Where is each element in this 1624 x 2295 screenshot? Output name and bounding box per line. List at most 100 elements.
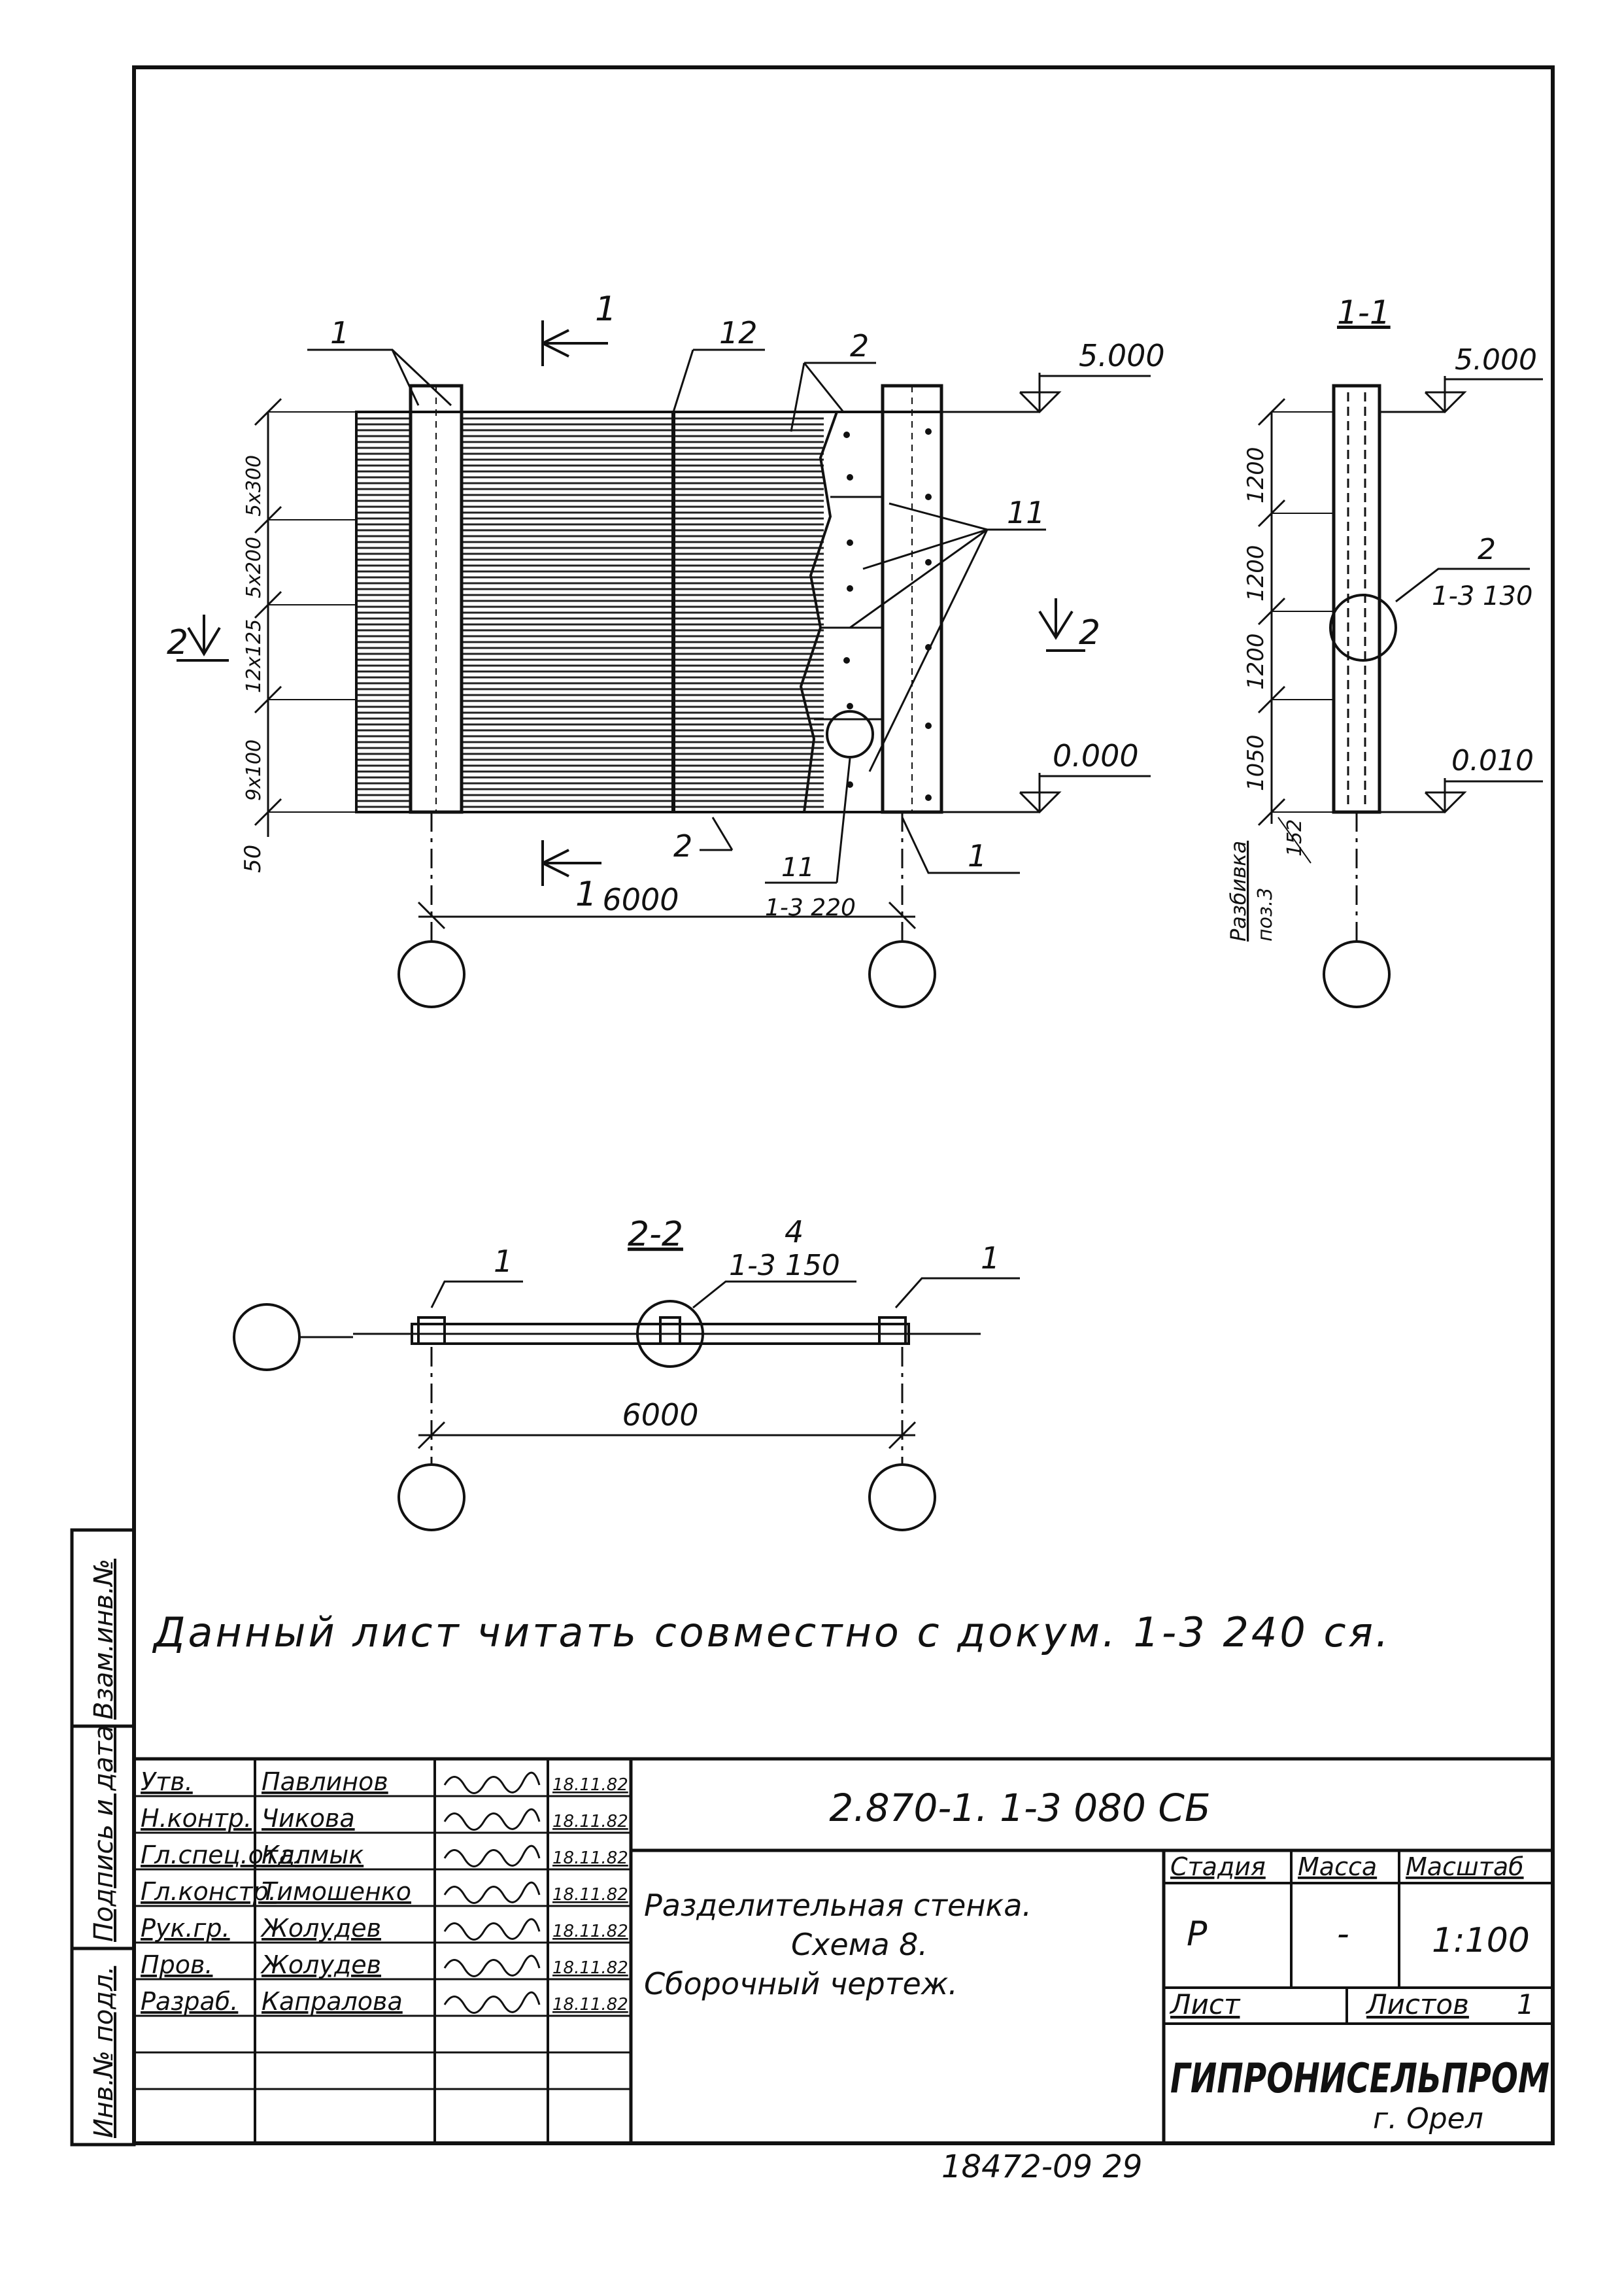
mass-label: Масса [1298,1852,1377,1881]
section-2-label-left: 2 [167,623,188,662]
elevation-hatching [356,417,824,808]
section-2-2: 2-2 1 4 1-3 150 1 6000 [233,1214,1020,1531]
sec11-dim-2: 1200 [1243,545,1269,602]
side-stamp-replace: Взам.инв.№ [89,1559,119,1720]
sec11-note-label: Разбивка [1226,841,1251,942]
signature [443,1844,541,1867]
sec11-dim-0: 1050 [1243,734,1269,791]
title-block-date: 18.11.82 [552,1812,628,1831]
title-block-date: 18.11.82 [552,1885,628,1905]
title-block-name: Павлинов [262,1767,388,1796]
sheet-label: Лист [1169,1988,1241,2020]
signature [443,1918,541,1941]
sec22-callout-left: 1 [494,1244,513,1279]
organization: ГИПРОНИСЕЛЬПРОМ [1170,2054,1549,2102]
title-block-date: 18.11.82 [552,1922,628,1941]
stage-value: Р [1187,1914,1208,1954]
title-block-name: Жолудев [260,1950,381,1979]
elev-dim-3: 5x200 [243,537,265,598]
signature [443,1881,541,1904]
section-2-label-right: 2 [1079,613,1100,653]
sheets-label: Листов [1365,1988,1469,2020]
section-1-1: 1-1 1050 1200 1200 1200 Разбивка поз.3 1… [1226,294,1543,1008]
doc-code: 2.870-1. 1-3 080 СБ [829,1786,1210,1830]
title-block-name: Жолудев [260,1914,381,1943]
side-stamp-inv: Инв.№ подл. [89,1966,119,2138]
sec22-axis-bubble-bottom-left [398,1463,465,1531]
sec11-ref: 1-3 130 [1432,581,1532,611]
doc-title-2: Схема 8. [791,1927,928,1962]
title-block-name: Калмык [262,1841,364,1869]
section-1-top-label: 1 [595,290,617,329]
title-block-name: Чикова [262,1804,355,1833]
title-block-role: Рук.гр. [141,1914,230,1943]
callout-11-top: 11 [1007,495,1045,530]
title-block-role: Гл.констр. [141,1877,277,1906]
sec11-dim-1: 1200 [1243,633,1269,690]
section-1-1-axis-bubble [1323,940,1391,1008]
elev-level-top: 5.000 [1079,338,1165,373]
city: г. Орел [1373,2102,1483,2135]
elev-dim-4: 5x300 [243,455,265,517]
general-note: Данный лист читать совместно с докум. 1-… [152,1608,1391,1656]
sec22-span: 6000 [622,1397,698,1433]
callout-1-top: 1 [330,315,349,350]
title-block-name: Тимошенко [262,1877,411,1906]
detail-circle-11 [826,710,874,758]
sec11-note-pos: поз.3 [1254,887,1277,942]
elev-dim-1: 9x100 [243,740,265,801]
title-block-date: 18.11.82 [552,1775,628,1795]
section-2-2-title: 2-2 [628,1215,683,1254]
axis-bubble-left [398,940,465,1008]
sec22-detail-circle [636,1300,704,1368]
title-block-date: 18.11.82 [552,1995,628,2014]
side-stamp-strip: Инв.№ подл. Подпись и дата Взам.инв.№ [70,1528,136,2147]
elev-level-bottom: 0.000 [1053,738,1139,774]
sec22-callout-right: 1 [981,1240,1000,1276]
sec11-callout: 2 [1478,533,1496,566]
elevation-view: 6000 50 9x100 12x125 5x200 5x300 2 2 [167,290,1165,1008]
doc-title-3: Сборочный чертеж. [644,1966,958,2001]
footer-number: 18472-09 29 [941,2149,1142,2185]
doc-title-1: Разделительная стенка. [644,1888,1032,1923]
title-block-role: Н.контр. [141,1804,252,1833]
callout-12: 12 [719,315,758,350]
sec22-axis-bubble-bottom-right [868,1463,936,1531]
stage-label: Стадия [1170,1852,1266,1881]
title-block-role: Пров. [141,1950,212,1979]
title-block-role: Утв. [141,1767,193,1796]
elev-dim-2: 12x125 [243,619,265,693]
section-1-1-title: 1-1 [1337,294,1391,332]
cutaway-edge [799,411,884,813]
section-1-1-detail [1329,594,1397,662]
title-block-date: 18.11.82 [552,1848,628,1868]
sec11-dim-3: 1200 [1243,447,1269,503]
sheet-frame [132,65,1555,2145]
section-1-bottom-label: 1 [575,875,597,914]
callout-2-bottom: 2 [673,828,692,864]
title-block-role: Разраб. [141,1987,238,2016]
elev-dim-50: 50 [240,845,266,873]
title-block-name: Капралова [262,1987,403,2016]
callout-11-bottom: 11 [781,853,815,883]
signature [443,1808,541,1831]
callout-11-ref: 1-3 220 [765,894,856,921]
elev-span-label: 6000 [602,882,679,917]
sec22-axis-bubble-left [233,1303,301,1371]
scale-value: 1:100 [1432,1921,1530,1960]
title-block-role: Гл.спец.отд. [141,1841,303,1869]
signature [443,1991,541,2014]
callout-2-top: 2 [850,328,869,364]
section-1-1-core [1347,392,1366,808]
mass-value: - [1337,1914,1349,1954]
scale-label: Масштаб [1406,1852,1524,1881]
callout-1-bottom: 1 [968,838,987,874]
sec22-callout-mid: 4 [785,1214,804,1250]
sheets-value: 1 [1517,1988,1534,2020]
title-block-date: 18.11.82 [552,1958,628,1978]
signature [443,1954,541,1977]
axis-bubble-right [868,940,936,1008]
